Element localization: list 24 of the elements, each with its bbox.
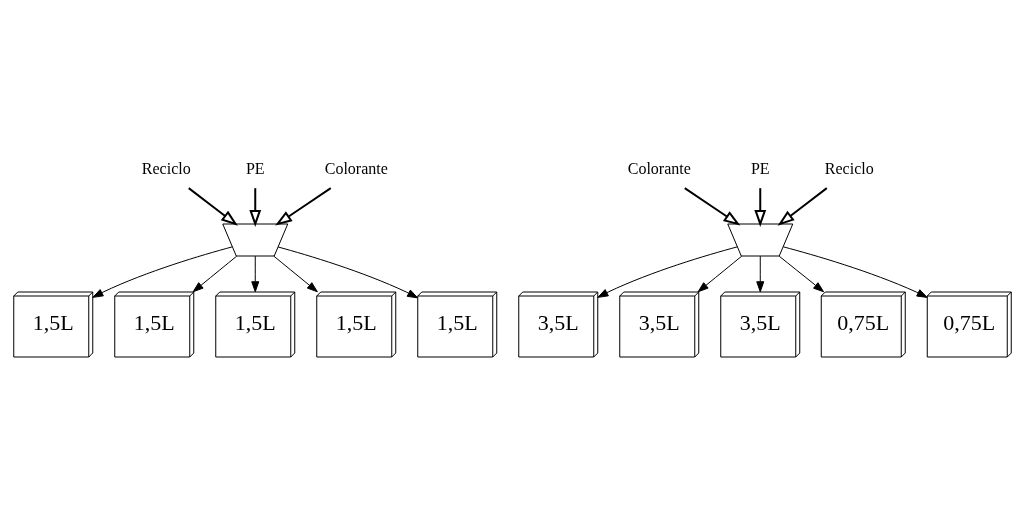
node-text: Colorante	[627, 159, 691, 177]
arrow	[251, 255, 260, 293]
node-trapezoid	[222, 223, 289, 257]
arrow	[192, 255, 238, 293]
node-text: Reciclo	[824, 159, 874, 177]
arrow	[277, 246, 419, 299]
arrow	[777, 187, 828, 226]
arrow	[275, 187, 332, 226]
arrow	[756, 255, 765, 293]
arrow	[92, 246, 233, 298]
node-text: PE	[245, 159, 265, 177]
arrow	[273, 255, 318, 293]
arrow	[782, 246, 928, 298]
arrow	[249, 187, 262, 227]
node-text: PE	[750, 159, 770, 177]
node-text: Reciclo	[141, 159, 191, 177]
node-text: Colorante	[324, 159, 388, 177]
arrow	[597, 246, 738, 298]
arrow	[187, 187, 238, 226]
arrow	[697, 255, 743, 293]
arrow	[754, 187, 767, 227]
node-trapezoid	[727, 223, 794, 257]
arrow	[683, 187, 741, 226]
arrow	[778, 255, 825, 293]
